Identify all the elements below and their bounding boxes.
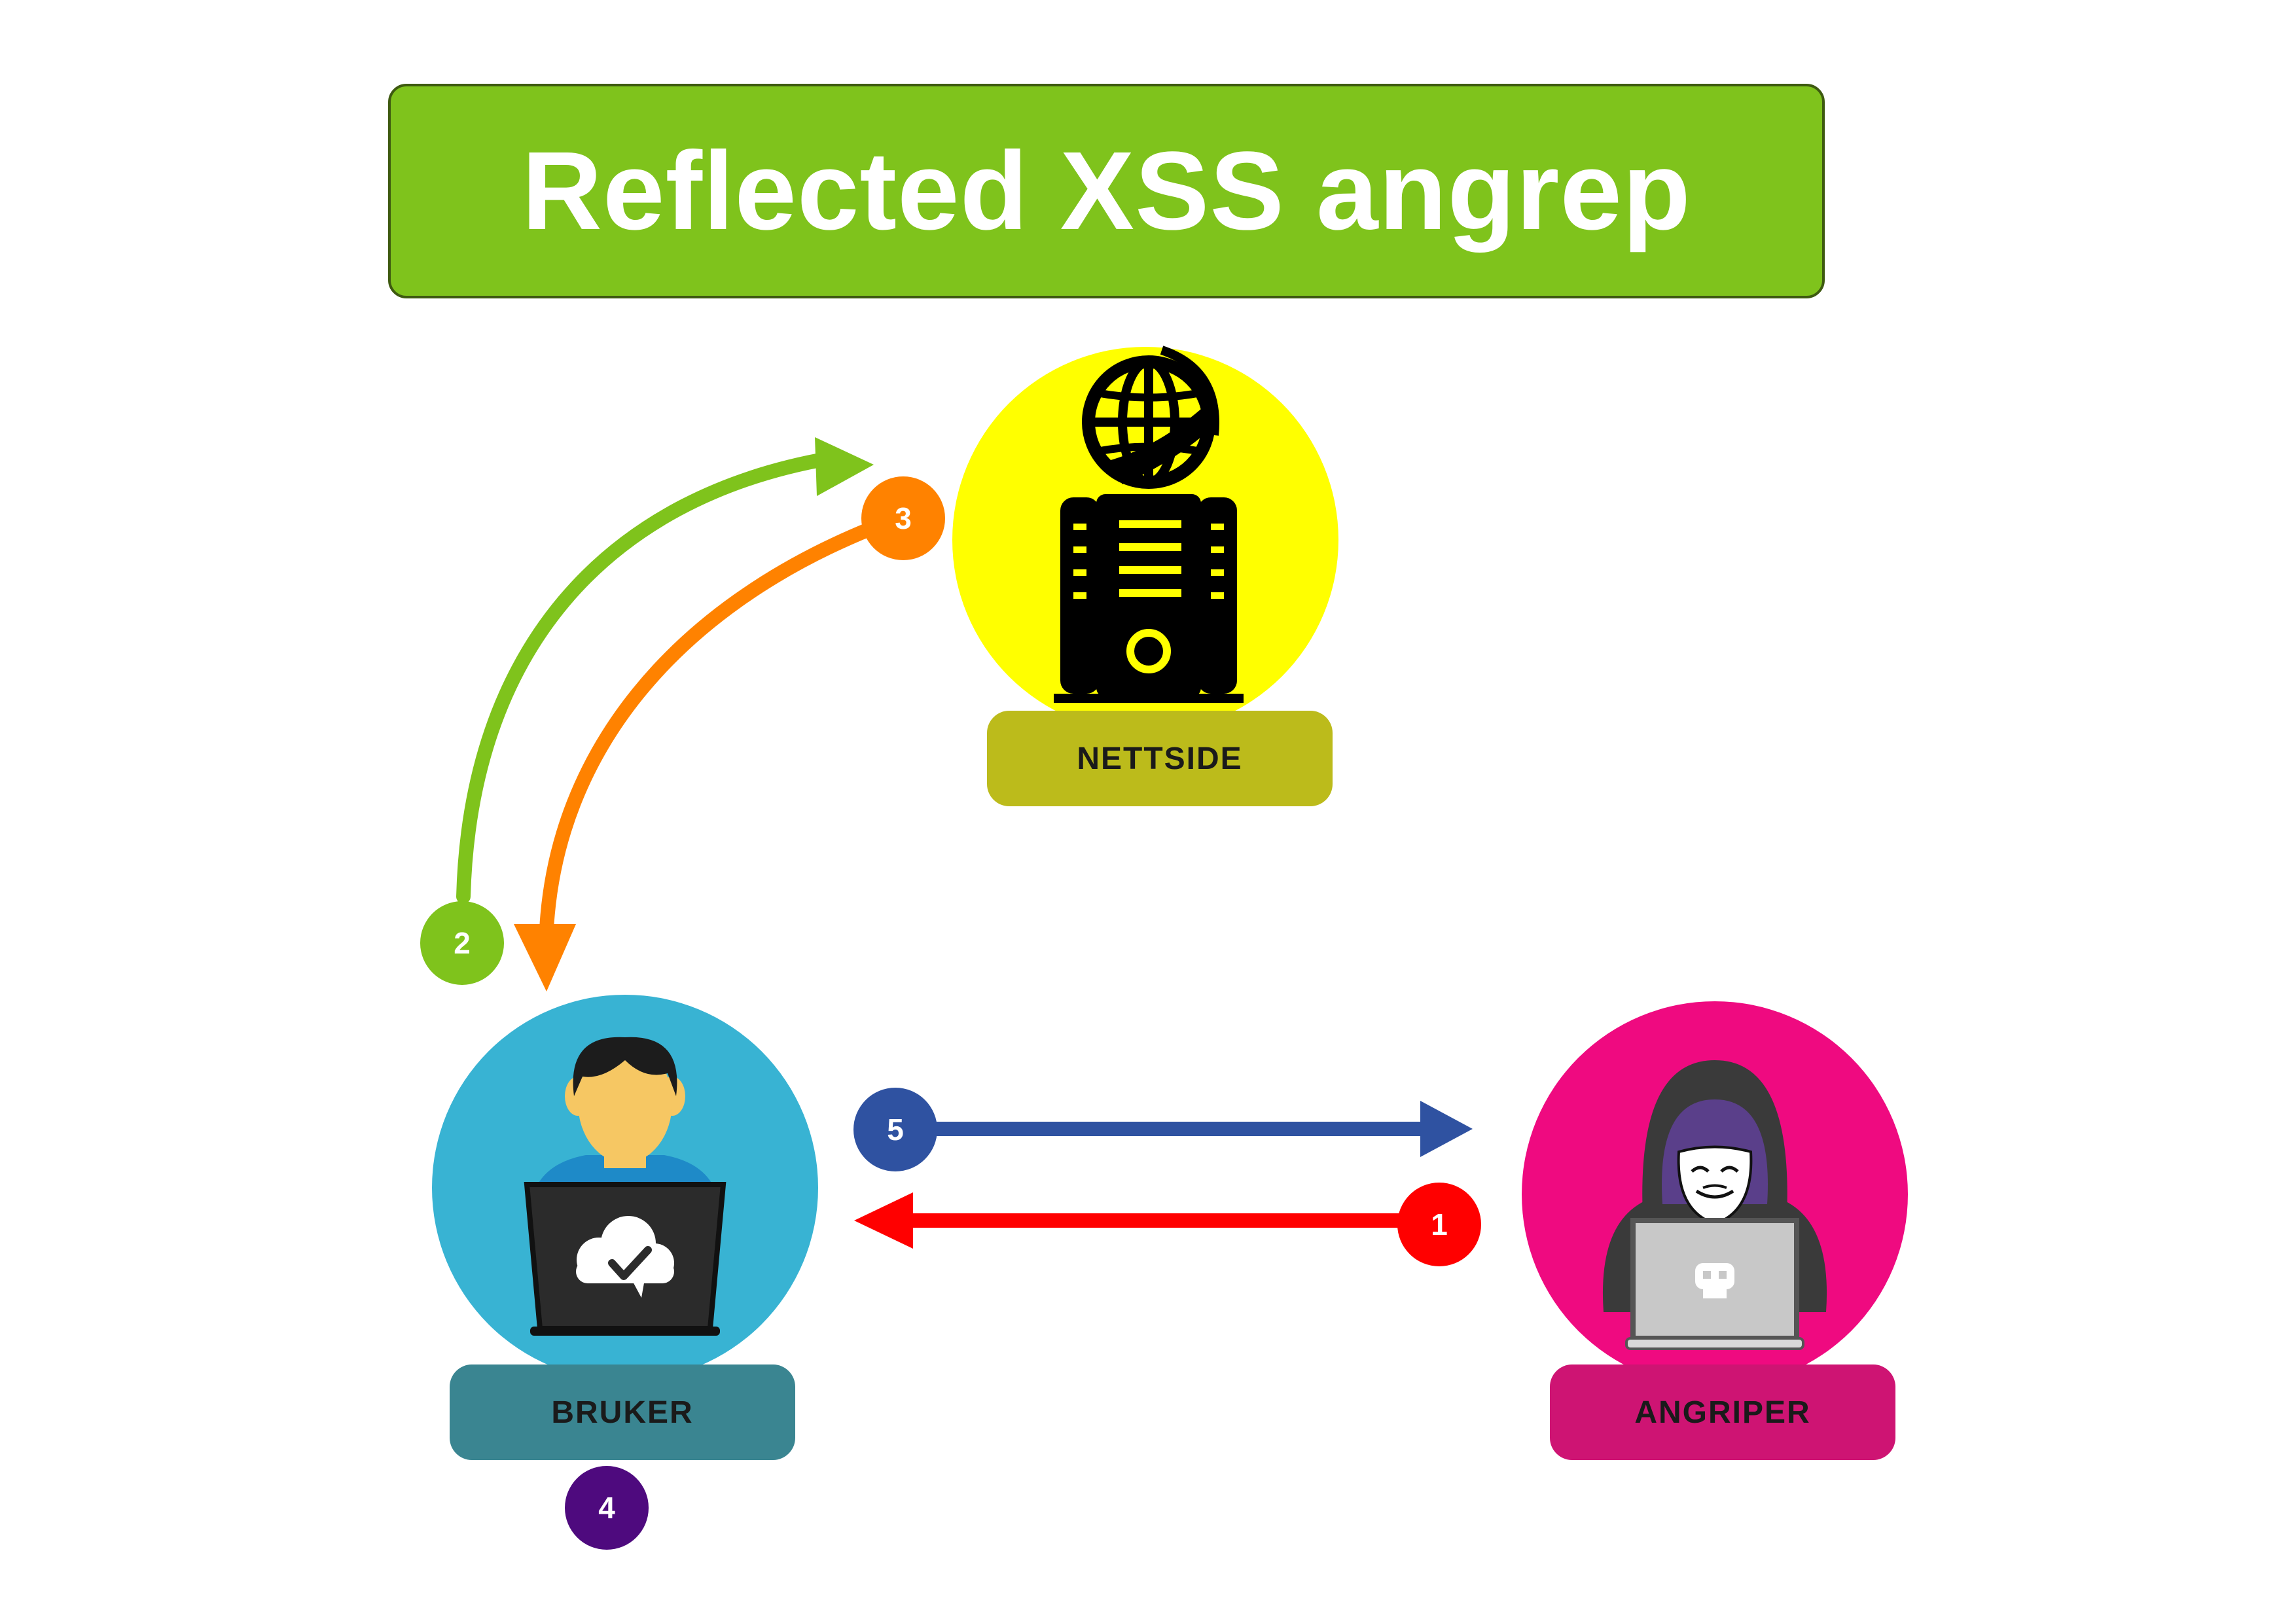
step-badge-1: 1 [1397, 1183, 1481, 1266]
user-label-text: BRUKER [551, 1395, 694, 1430]
user-node [432, 995, 818, 1381]
server-tower-icon [1054, 494, 1244, 703]
diagram-title: Reflected XSS angrep [522, 129, 1691, 253]
step-number: 4 [598, 1491, 615, 1525]
arrow-step-5 [890, 1101, 1473, 1157]
globe-icon [1082, 346, 1219, 489]
step-badge-3: 3 [861, 476, 945, 560]
step-badge-5: 5 [853, 1088, 937, 1171]
step-badge-4: 4 [565, 1466, 649, 1550]
arrow-step-3 [514, 522, 878, 991]
step-number: 2 [454, 926, 471, 960]
step-number: 5 [887, 1113, 904, 1147]
server-label: NETTSIDE [987, 711, 1333, 806]
laptop-cloud-icon [524, 1182, 726, 1336]
step-number: 3 [895, 501, 912, 535]
skull-laptop-icon [1625, 1218, 1804, 1350]
server-node [952, 346, 1338, 733]
step-badge-2: 2 [420, 901, 504, 985]
user-label: BRUKER [450, 1364, 795, 1460]
server-label-text: NETTSIDE [1077, 741, 1243, 776]
attacker-node [1522, 1001, 1908, 1387]
attacker-label-text: ANGRIPER [1634, 1395, 1811, 1430]
arrow-step-2 [456, 437, 874, 904]
title-banner: Reflected XSS angrep [388, 84, 1825, 298]
attacker-label: ANGRIPER [1550, 1364, 1895, 1460]
arrow-step-1 [854, 1192, 1401, 1249]
step-number: 1 [1431, 1207, 1448, 1241]
